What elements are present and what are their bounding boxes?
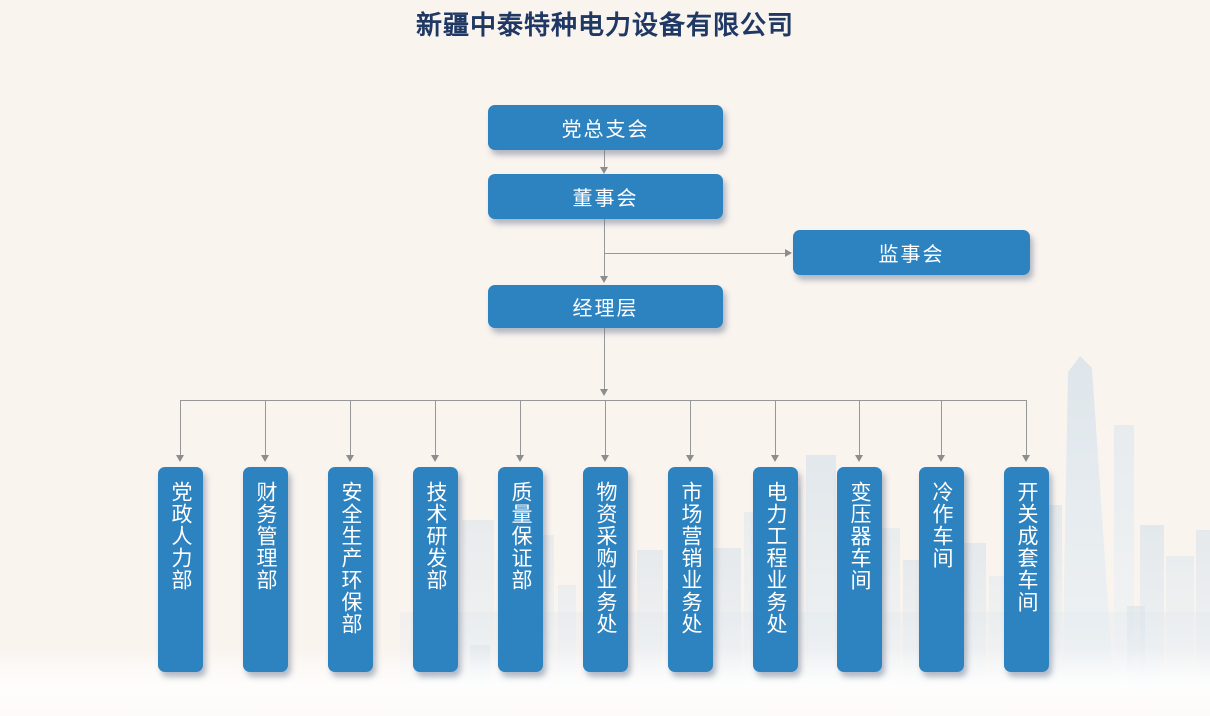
arrowhead-down-icon [601,455,609,462]
node-label: 董事会 [572,188,639,210]
arrowhead-down-icon [600,389,608,396]
dept-label: 冷作车间 [930,481,953,569]
dept-label: 变压器车间 [848,481,871,591]
connector-distribution-bus [180,400,1027,401]
arrowhead-down-icon [855,455,863,462]
dept-label: 开关成套车间 [1015,481,1038,613]
dept-technology-rd: 技术研发部 [413,467,458,672]
connector-management-to-bus [604,328,605,390]
dept-finance-management: 财务管理部 [243,467,288,672]
arrowhead-down-icon [176,455,184,462]
connector-drop-6 [605,400,606,455]
connector-drop-3 [350,400,351,455]
page-title: 新疆中泰特种电力设备有限公司 [415,10,794,40]
dept-label: 电力工程业务处 [764,481,787,635]
connector-drop-7 [690,400,691,455]
connector-to-supervisory [604,253,785,254]
connector-drop-5 [520,400,521,455]
dept-marketing: 市场营销业务处 [668,467,713,672]
node-board-of-directors: 董事会 [488,174,723,219]
connector-drop-2 [265,400,266,455]
dept-party-admin-hr: 党政人力部 [158,467,203,672]
node-label: 经理层 [572,298,639,320]
connector-party-to-board [604,150,605,168]
arrowhead-down-icon [346,455,354,462]
arrowhead-down-icon [771,455,779,462]
node-label: 党总支会 [561,119,650,141]
connector-drop-11 [1026,400,1027,455]
connector-drop-8 [775,400,776,455]
arrowhead-down-icon [600,167,608,174]
arrowhead-down-icon [516,455,524,462]
workshop-switchgear: 开关成套车间 [1004,467,1049,672]
dept-label: 安全生产环保部 [339,481,362,635]
node-label: 监事会 [878,244,945,266]
dept-safety-production-environment: 安全生产环保部 [328,467,373,672]
node-management-level: 经理层 [488,285,723,328]
arrowhead-down-icon [600,276,608,283]
arrowhead-down-icon [431,455,439,462]
dept-label: 质量保证部 [509,481,532,591]
dept-label: 物资采购业务处 [594,481,617,635]
dept-label: 财务管理部 [254,481,277,591]
arrowhead-right-icon [785,249,792,257]
arrowhead-down-icon [1022,455,1030,462]
arrowhead-down-icon [261,455,269,462]
arrowhead-down-icon [686,455,694,462]
dept-power-engineering: 电力工程业务处 [753,467,798,672]
dept-material-procurement: 物资采购业务处 [583,467,628,672]
workshop-cold-work: 冷作车间 [919,467,964,672]
node-supervisory-board: 监事会 [793,230,1030,275]
node-party-general-branch: 党总支会 [488,105,723,150]
connector-drop-4 [435,400,436,455]
dept-label: 市场营销业务处 [679,481,702,635]
dept-quality-assurance: 质量保证部 [498,467,543,672]
connector-drop-9 [859,400,860,455]
connector-board-to-management [604,219,605,277]
dept-label: 党政人力部 [169,481,192,591]
dept-label: 技术研发部 [424,481,447,591]
arrowhead-down-icon [937,455,945,462]
connector-drop-10 [941,400,942,455]
workshop-transformer: 变压器车间 [837,467,882,672]
connector-drop-1 [180,400,181,455]
